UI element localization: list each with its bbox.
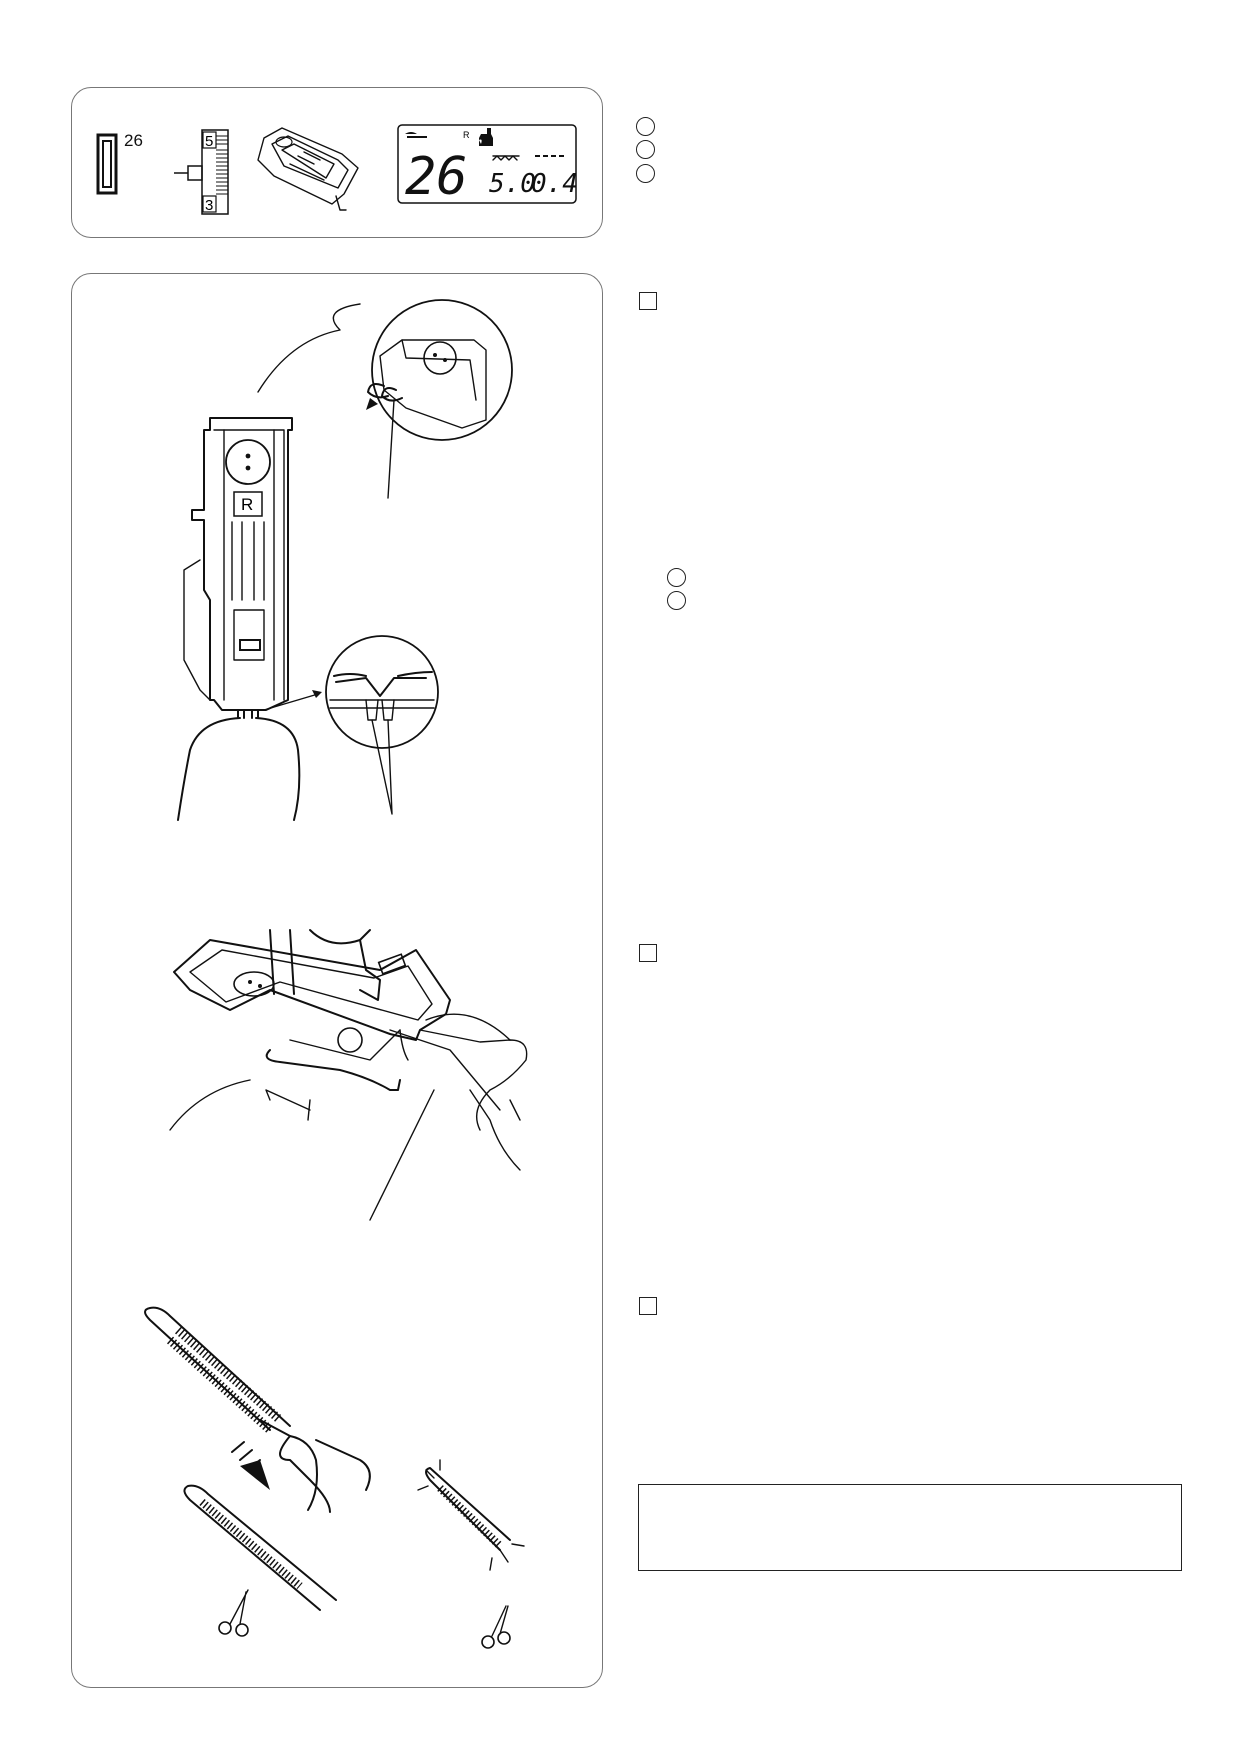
note-box xyxy=(638,1484,1182,1571)
buttonhole-foot-icon xyxy=(257,127,359,211)
illustration-panel xyxy=(71,273,603,1688)
step-marker-2 xyxy=(639,944,657,962)
buttonhole-cutting-illustration xyxy=(144,1306,525,1649)
dial-top-number: 5 xyxy=(205,133,213,150)
lcd-display: R 26 5.0 0.4 xyxy=(397,124,578,207)
dial-bottom-number: 3 xyxy=(205,197,213,214)
detail-circle-top xyxy=(371,299,513,441)
step-marker-1 xyxy=(639,292,657,310)
settings-marker-1 xyxy=(636,117,655,136)
settings-marker-2 xyxy=(636,140,655,159)
lcd-foot-marker: R xyxy=(463,130,470,140)
lcd-stitch-length: 0.4 xyxy=(531,169,578,199)
foot-letter: R xyxy=(241,495,253,514)
lcd-stitch-width: 5.0 xyxy=(489,169,536,199)
sewing-buttonhole-illustration xyxy=(169,929,528,1221)
pattern-number: 26 xyxy=(124,131,143,150)
buttonhole-stitch-icon xyxy=(96,133,118,195)
buttonhole-foot-illustration: R xyxy=(177,299,513,821)
settings-marker-3 xyxy=(636,164,655,183)
sub-marker-2 xyxy=(667,591,686,610)
lcd-pattern-number: 26 xyxy=(405,147,468,207)
stitch-length-dial-icon: 5 3 xyxy=(174,129,229,215)
step-marker-3 xyxy=(639,1297,657,1315)
settings-panel: 26 5 3 R 26 5.0 xyxy=(71,87,603,238)
sub-marker-1 xyxy=(667,568,686,587)
